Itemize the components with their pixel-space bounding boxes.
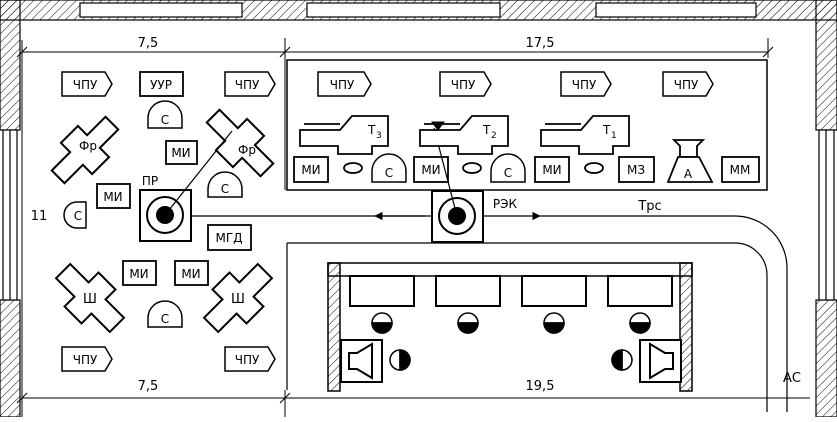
storage-label-6: С — [504, 166, 512, 180]
mi-box-5 — [293, 156, 329, 183]
mi-label-4: МИ — [181, 267, 200, 281]
milling-machine-1 — [50, 115, 120, 185]
storage-arch-2 — [207, 171, 243, 198]
storage-label-5: С — [385, 166, 393, 180]
storage-sensors — [371, 312, 651, 371]
grinding-machine-1 — [54, 262, 126, 334]
transport-label: Трс — [637, 199, 661, 214]
lathe-t2-sub: 2 — [491, 131, 497, 141]
window-top-3 — [595, 2, 757, 18]
mm-label: ММ — [730, 163, 751, 177]
lathe-t1 — [540, 115, 630, 174]
lathe-t1-label: Т — [602, 123, 611, 137]
left-wall-lower — [0, 299, 21, 418]
storage-block — [327, 262, 693, 392]
grinding-machine-2 — [202, 262, 274, 334]
window-top-2 — [306, 2, 501, 18]
stacker-left — [340, 339, 383, 383]
lathe-t2 — [419, 115, 509, 174]
storage-arch-4 — [63, 201, 87, 229]
storage-label-2: С — [221, 182, 229, 196]
window-top-1 — [79, 2, 243, 18]
mi-box-2 — [96, 183, 131, 209]
cnc-tags — [61, 71, 714, 372]
storage-label-1: С — [161, 113, 169, 127]
rek-label: РЭК — [493, 197, 518, 211]
transport-line — [191, 211, 788, 412]
lathe-t3 — [299, 115, 389, 174]
unit-a-label: А — [684, 167, 693, 181]
storage-arch-1 — [147, 100, 183, 129]
grinding-label-2: Ш — [231, 292, 245, 307]
mi-label-5: МИ — [301, 163, 320, 177]
mi-box-1 — [165, 140, 198, 165]
cnc-label-6: ЧПУ — [674, 78, 699, 92]
left-wall-upper — [0, 0, 21, 131]
dimension-lines — [16, 38, 810, 417]
industrial-robot — [139, 130, 233, 242]
cnc-label-5: ЧПУ — [572, 78, 597, 92]
mi-boxes — [96, 140, 570, 286]
cnc-tag-2 — [224, 71, 276, 97]
mi-label-3: МИ — [129, 267, 148, 281]
cnc-tag-4 — [439, 71, 492, 97]
mz-box — [618, 156, 655, 183]
uur-label: УУР — [150, 78, 172, 92]
storage-arch-5 — [371, 153, 407, 183]
cnc-tag-7 — [61, 346, 113, 372]
cnc-tag-5 — [560, 71, 612, 97]
cnc-label-1: ЧПУ — [73, 78, 98, 92]
dim-left-top: 7,5 — [138, 36, 159, 51]
as-label: АС — [783, 371, 801, 386]
mi-label-7: МИ — [542, 163, 561, 177]
mi-box-7 — [534, 156, 570, 183]
milling-machine-2 — [205, 108, 275, 178]
stacker-right — [639, 339, 682, 383]
grinding-label-1: Ш — [83, 292, 97, 307]
mi-label-6: МИ — [421, 163, 440, 177]
storage-arch-6 — [490, 153, 526, 183]
lathe-t3-sub: 3 — [376, 131, 382, 141]
mm-box — [721, 156, 760, 183]
lathe-t2-label: Т — [482, 123, 491, 137]
storage-label-3: С — [161, 312, 169, 326]
cnc-label-4: ЧПУ — [451, 78, 476, 92]
storage-arches — [63, 100, 526, 328]
mz-label: МЗ — [627, 163, 645, 177]
cnc-tag-1 — [61, 71, 113, 97]
storage-label-4: С — [74, 209, 82, 223]
lathe-t3-label: Т — [367, 123, 376, 137]
machining-section-frame — [286, 59, 768, 191]
mgd-box — [207, 224, 252, 251]
mi-box-4 — [174, 260, 209, 286]
rek-robot — [431, 127, 484, 243]
dim-right-bottom: 19,5 — [526, 379, 555, 394]
mgd-label: МГД — [215, 231, 242, 245]
cnc-label-8: ЧПУ — [235, 353, 260, 367]
mi-box-3 — [122, 260, 157, 286]
cnc-label-2: ЧПУ — [235, 78, 260, 92]
mi-label-2: МИ — [103, 190, 122, 204]
lathe-t1-sub: 1 — [611, 131, 617, 141]
milling-label-1: Фр — [79, 139, 97, 153]
milling-label-2: Фр — [238, 143, 256, 157]
right-wall-upper — [815, 0, 837, 131]
dim-left-height: 11 — [31, 209, 48, 224]
unit-a — [666, 139, 714, 183]
cnc-label-3: ЧПУ — [330, 78, 355, 92]
mi-label-1: МИ — [171, 146, 190, 160]
uur-box — [139, 71, 184, 97]
dim-left-bottom: 7,5 — [138, 379, 159, 394]
cnc-label-7: ЧПУ — [73, 353, 98, 367]
right-wall-lower — [815, 299, 837, 418]
dim-right-top: 17,5 — [526, 36, 555, 51]
cnc-tag-3 — [317, 71, 372, 97]
storage-arch-3 — [147, 300, 183, 328]
robot-label: ПР — [142, 174, 158, 188]
cnc-tag-6 — [662, 71, 714, 97]
cnc-tag-8 — [224, 346, 276, 372]
